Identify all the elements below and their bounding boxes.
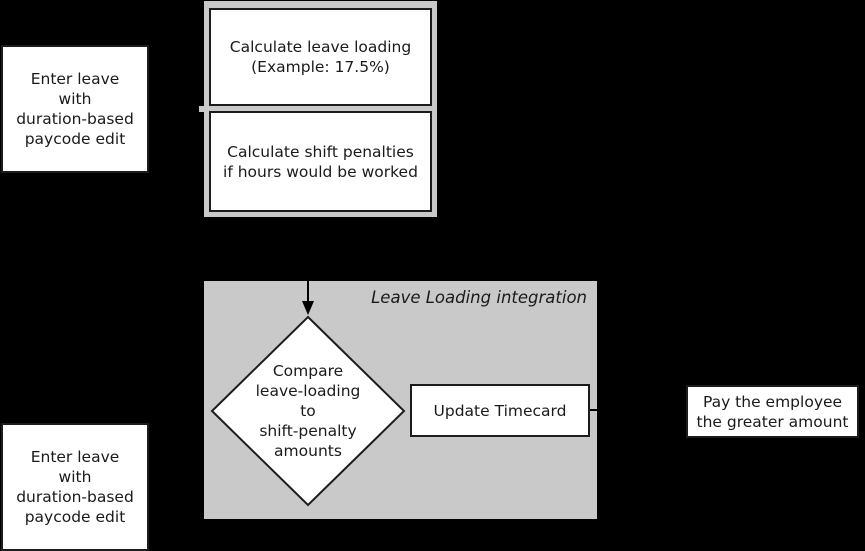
box-text-line: Update Timecard (433, 401, 567, 420)
box-text-line: Pay the employee (702, 392, 843, 411)
box-text-line: duration-based (16, 488, 134, 506)
top-calculation-container: Calculate leave loading (Example: 17.5%)… (204, 1, 437, 217)
box-text-line: duration-based (16, 110, 134, 128)
box-text-line: Calculate shift penalties (227, 142, 414, 161)
diamond-text-line: shift-penalty (259, 422, 357, 440)
connector-stub (199, 106, 204, 112)
flowchart-box-calculate-leave-loading: Calculate leave loading (Example: 17.5%) (209, 8, 432, 106)
box-text-line: the greater amount (696, 412, 849, 431)
flowchart-box-update-timecard: Update Timecard (410, 384, 590, 437)
flowchart-shapes-layer (210, 281, 597, 507)
decision-diamond-shape (210, 315, 406, 507)
box-text-line: Enter leave (30, 70, 120, 88)
flowchart-box-calculate-shift-penalties: Calculate shift penalties if hours would… (209, 111, 432, 212)
diamond-text-line: leave-loading (255, 382, 361, 400)
flowchart-box-pay-employee: Pay the employee the greater amount (686, 385, 859, 438)
decision-diamond-text: Compare leave-loading to shift-penalty a… (212, 317, 404, 505)
box-text-line: with (58, 90, 92, 108)
box-text-line: with (58, 468, 92, 486)
box-text-line: if hours would be worked (223, 162, 418, 181)
box-text-line: paycode edit (24, 508, 126, 526)
box-text-line: Enter leave (30, 448, 120, 466)
diamond-text-line: to (300, 402, 316, 420)
flowchart-box-enter-leave-bottom: Enter leave with duration-based paycode … (1, 423, 149, 551)
box-text-line: (Example: 17.5%) (251, 58, 390, 76)
flowchart-box-enter-leave-top: Enter leave with duration-based paycode … (1, 45, 149, 173)
arrow-down-head-icon (302, 301, 314, 315)
box-text-line: paycode edit (24, 130, 126, 148)
box-text-line: Calculate leave loading (229, 38, 412, 56)
diamond-text-line: Compare (272, 362, 344, 380)
leave-loading-integration-container: Leave Loading integration Compare leave-… (204, 281, 597, 519)
container-title: Leave Loading integration (371, 288, 587, 307)
diamond-text-line: amounts (274, 442, 342, 460)
